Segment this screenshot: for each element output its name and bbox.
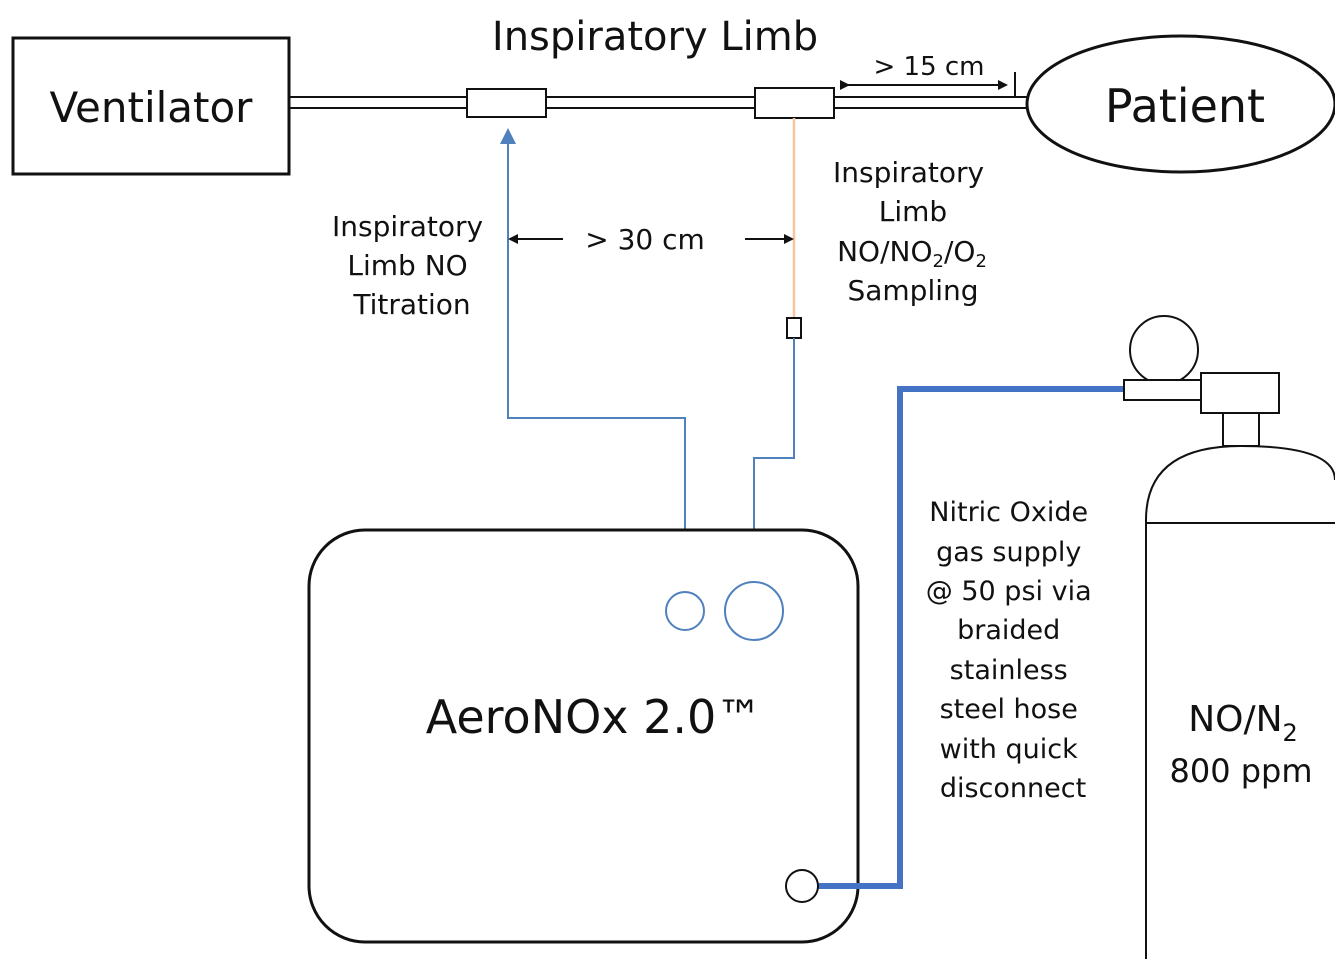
supply-hose — [818, 386, 1125, 889]
device-body — [307, 528, 860, 944]
supply-label-line-7: with quick — [940, 734, 1078, 765]
ventilator-label: Ventilator — [50, 83, 254, 132]
titration-label: Inspiratory Limb NO Titration — [332, 210, 492, 321]
patient-label: Patient — [1105, 79, 1265, 133]
supply-label-line-6: steel hose — [940, 694, 1078, 725]
titration-line — [500, 128, 686, 593]
ventilator-box — [11, 36, 291, 176]
cylinder-gas-formula: NO/N — [1188, 699, 1282, 740]
sampling-label-line-3: NO/NO2/O2 — [837, 235, 987, 272]
titration-label-line-1: Inspiratory — [332, 210, 483, 243]
supply-label-line-5: stainless — [950, 655, 1068, 686]
supply-label-line-4: braided — [957, 615, 1060, 646]
cylinder-gas-subscript: 2 — [1283, 719, 1298, 747]
sampling-label-line-2: Limb — [879, 195, 947, 228]
sampling-inlet-port — [724, 581, 784, 641]
sampling-formula-sub-2: 2 — [975, 251, 986, 272]
regulator-body — [1200, 372, 1280, 414]
sampling-port-connector — [754, 87, 835, 119]
sampling-label-line-4: Sampling — [847, 274, 978, 307]
supply-label-line-2: gas supply — [936, 537, 1081, 568]
sampling-label: Inspiratory Limb — [833, 156, 993, 228]
titration-port-connector — [466, 88, 547, 118]
gas-inlet-port — [785, 869, 819, 903]
sampling-formula-o: /O — [944, 235, 975, 268]
patient-gap-label: > 15 cm — [873, 52, 984, 82]
sampling-filter — [786, 317, 802, 339]
titration-outlet-port — [665, 591, 705, 631]
port-gap-label: > 30 cm — [585, 223, 705, 256]
diagram-title: Inspiratory Limb — [492, 14, 818, 60]
sampling-formula-sub-1: 2 — [933, 251, 944, 272]
device-label: AeroNOx 2.0™ — [426, 690, 763, 744]
supply-label: Nitric Oxide gas supply @ 50 psi via bra… — [926, 497, 1100, 804]
cylinder-gas-label: NO/N2 — [1188, 699, 1298, 747]
titration-label-line-2: Limb NO — [347, 249, 467, 282]
cylinder-valve-neck — [1222, 412, 1260, 447]
sampling-label-line-1: Inspiratory — [833, 156, 984, 189]
titration-label-line-3: Titration — [352, 288, 470, 321]
regulator-gauge — [1129, 315, 1199, 385]
regulator-stem — [1123, 379, 1205, 401]
sampling-line-lower — [746, 338, 795, 578]
cylinder-concentration-label: 800 ppm — [1169, 752, 1312, 790]
supply-label-line-1: Nitric Oxide — [929, 497, 1088, 528]
patient-ellipse — [1025, 34, 1335, 174]
cylinder-shoulder — [1145, 444, 1335, 959]
sampling-formula-no: NO/NO — [837, 235, 932, 268]
supply-label-line-3: @ 50 psi via — [926, 576, 1092, 607]
supply-label-line-8: disconnect — [940, 773, 1086, 804]
